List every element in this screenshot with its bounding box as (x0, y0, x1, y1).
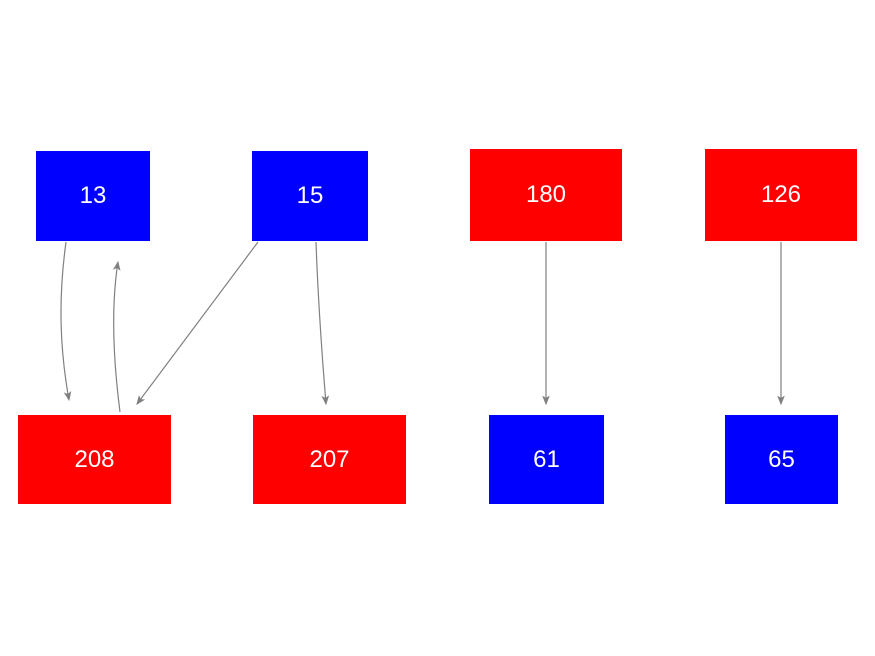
graph-node-180[interactable]: 180 (470, 149, 622, 241)
graph-node-207[interactable]: 207 (253, 415, 406, 504)
node-label: 61 (533, 445, 560, 473)
node-label: 207 (309, 445, 350, 473)
edge-15-to-208 (136, 241, 259, 405)
edge-13-to-208 (60, 241, 72, 402)
node-label: 65 (768, 445, 795, 473)
node-label: 13 (79, 182, 107, 209)
edges-group (60, 241, 785, 413)
node-label: 126 (760, 181, 802, 208)
node-label: 208 (74, 445, 115, 473)
graph-node-126[interactable]: 126 (705, 149, 857, 241)
edge-208-to-13 (112, 260, 121, 413)
graph-node-65[interactable]: 65 (725, 415, 838, 504)
graph-node-208[interactable]: 208 (18, 415, 171, 504)
node-label: 180 (525, 181, 567, 208)
graph-node-15[interactable]: 15 (252, 151, 368, 241)
graph-node-61[interactable]: 61 (489, 415, 604, 504)
node-label: 15 (296, 182, 324, 209)
graph-node-13[interactable]: 13 (36, 151, 150, 241)
edge-15-to-207 (315, 241, 330, 406)
